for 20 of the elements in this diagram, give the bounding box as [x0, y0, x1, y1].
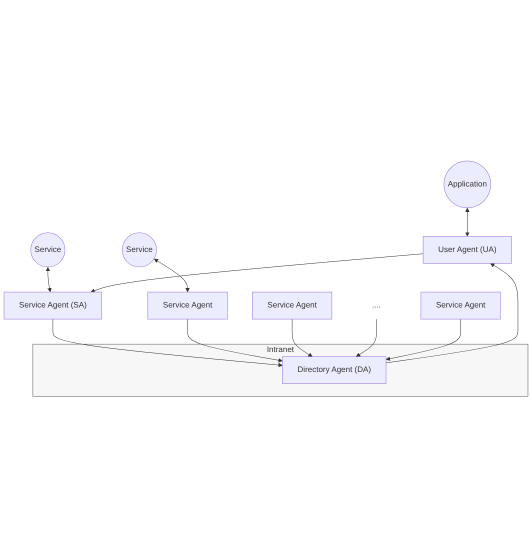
- arrow: [90, 253, 424, 293]
- node-box: Directory Agent (DA): [282, 356, 386, 384]
- node-box: Service Agent: [252, 292, 332, 320]
- node-box: Service Agent (SA): [4, 292, 102, 320]
- node-text: ....: [372, 300, 381, 310]
- arrow: [386, 318, 461, 361]
- arrow: [46, 266, 52, 292]
- node-box: Service Agent: [148, 292, 228, 320]
- node-circle: Application: [444, 160, 491, 208]
- arrow: [187, 318, 283, 362]
- arrow: [386, 263, 518, 363]
- node-circle: Service: [122, 232, 157, 268]
- node-box: User Agent (UA): [422, 236, 512, 264]
- arrow: [356, 318, 377, 357]
- node-box: Service Agent: [420, 292, 501, 320]
- arrow: [154, 258, 190, 292]
- arrow: [292, 318, 313, 357]
- arrow: [52, 318, 283, 368]
- arrow: [465, 208, 470, 236]
- node-circle: Service: [30, 232, 66, 268]
